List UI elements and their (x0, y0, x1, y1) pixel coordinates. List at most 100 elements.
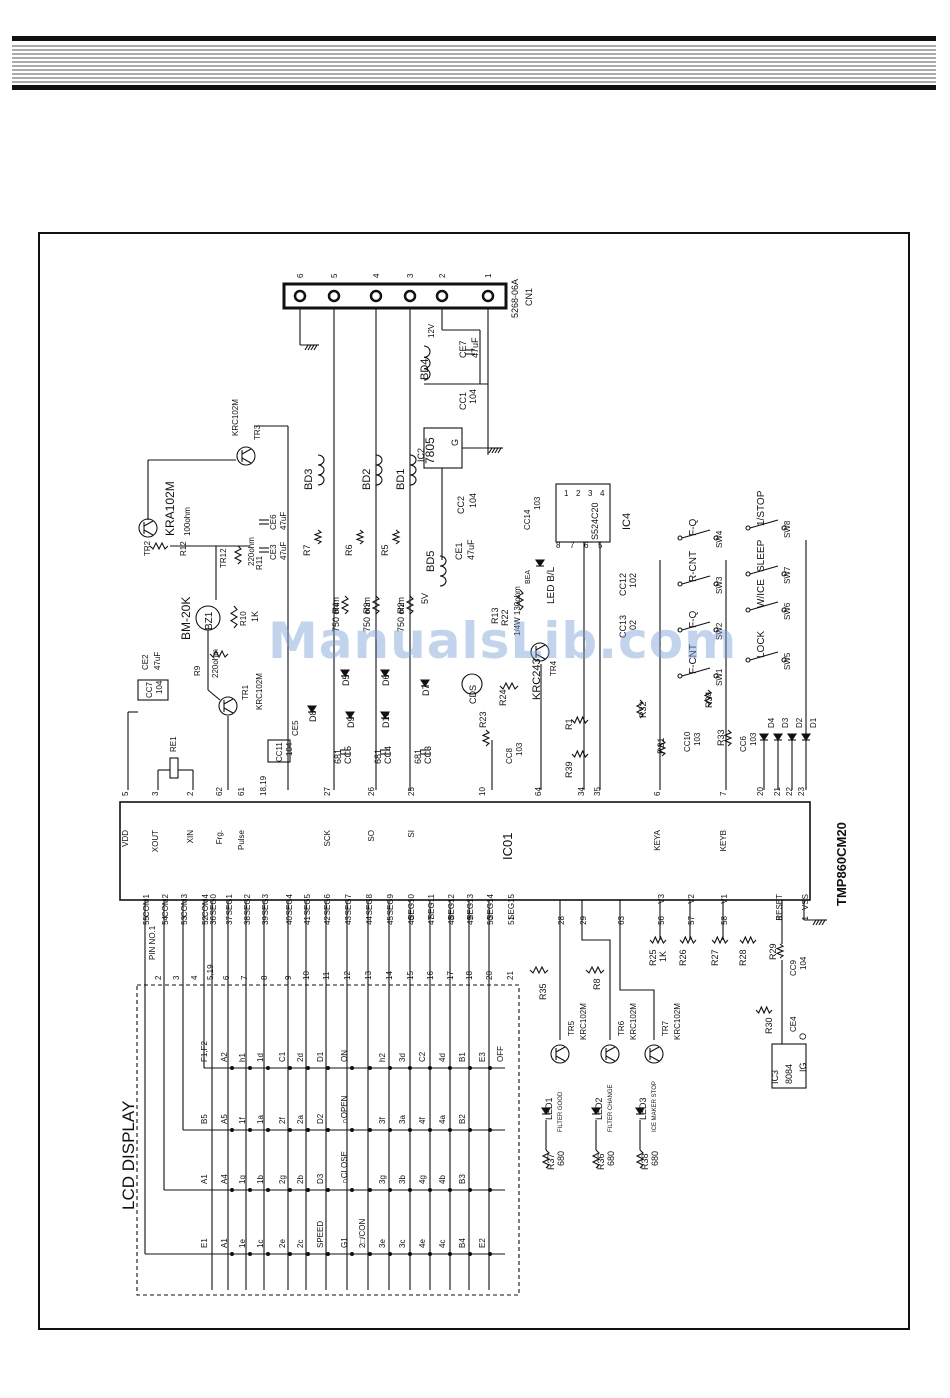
switch-lever (749, 601, 779, 611)
diode-body (379, 711, 391, 719)
ic01-left-pin-number: 35 (593, 787, 602, 796)
transistor-collector (223, 698, 234, 705)
junction-dot (326, 1188, 330, 1192)
ce4-ref: CE4 (789, 1016, 798, 1032)
diode-ref: D6 (381, 674, 391, 686)
lcd-segment-label: h2 (378, 1053, 387, 1062)
supply-label: 12V (427, 323, 436, 338)
r9-value: 220ohm (211, 649, 220, 678)
ic01-right-pin-number: 48 (447, 915, 456, 924)
switch-contact (677, 535, 683, 541)
ic2-ref: IC2 (416, 448, 426, 462)
r22-ref: R22 (500, 609, 510, 626)
r39-ref: R39 (564, 761, 574, 778)
junction-dot (350, 1252, 354, 1256)
lcd-pin-number: 16 (426, 971, 435, 980)
ground-hatch (491, 447, 496, 454)
coil-loop (375, 474, 383, 486)
coil-loop (317, 464, 325, 476)
led-tr-ref: TR5 (567, 1020, 576, 1036)
switch-contact (745, 571, 751, 577)
ce1-ref: CE1 (454, 542, 464, 560)
transistor-body (218, 696, 238, 716)
ic01-right-pin-number: 43 (344, 915, 353, 924)
switch-label: 1/STOP (756, 490, 767, 526)
ic4-pin-number: 5 (598, 541, 603, 550)
resistor-r31 (657, 739, 667, 757)
ic01-left-pin-name: Pulse (237, 829, 246, 850)
diode (419, 679, 431, 687)
buzzer-bz1 (195, 605, 221, 631)
ground-hatch (815, 919, 820, 926)
transistor-tr4 (530, 642, 550, 662)
diode-body (419, 679, 431, 687)
diode (379, 711, 391, 719)
ce3-value: 47uF (279, 542, 288, 560)
ic01-right-pin-number: 54 (161, 915, 170, 924)
ce6-value: 47uF (279, 512, 288, 530)
transistor-tr1 (218, 696, 238, 716)
ic01-left-pin-name: SCK (323, 829, 332, 846)
lcd-segment-label: 2□/CON (358, 1218, 367, 1248)
ground-symbol (304, 344, 319, 351)
tr3-part: KRC102M (231, 399, 240, 436)
ce3-ref: CE3 (269, 544, 278, 560)
lcd-segment-label: 3e (378, 1239, 387, 1248)
junction-dot (326, 1128, 330, 1132)
cc12-ref: CC12 (618, 573, 628, 596)
ic01-right-pin-number: 38 (243, 915, 252, 924)
ic01-right-pin-number: 29 (579, 915, 588, 924)
ic4-pin-number: 8 (556, 541, 561, 550)
ferrite-bead-bd4 (423, 345, 431, 381)
diode-body (800, 733, 812, 741)
junction-dot (230, 1252, 234, 1256)
resistor-r30 (755, 1005, 773, 1015)
r12-ref: R12 (179, 541, 188, 556)
ic01-left-pin-name: SO (367, 830, 376, 842)
lcd-segment-label: C2 (418, 1051, 427, 1062)
junction-dot (306, 1188, 310, 1192)
junction-dot (288, 1066, 292, 1070)
ic01-right-pin-number: 49 (466, 915, 475, 924)
r750-value: 750 ohm (331, 597, 341, 632)
junction-dot (468, 1066, 472, 1070)
transistor-emitter (223, 707, 234, 714)
ic01-right-pin-name: SEG12 (447, 893, 456, 919)
transistor-body (644, 1044, 664, 1064)
ic3-body (771, 1043, 807, 1089)
diode-body (306, 705, 318, 713)
r22-note: BEA (525, 570, 532, 584)
lcd-segment-label: B1 (458, 1052, 467, 1062)
resistor-750 (371, 595, 381, 615)
diode-body (590, 1107, 602, 1115)
lcd-segment-label: A4 (220, 1174, 229, 1184)
diode-led (540, 1107, 552, 1115)
led-tr-part: KRC102M (579, 1003, 588, 1040)
ic01-right-pin-number: 44 (365, 915, 374, 924)
watermark: ManualsLib.com (268, 612, 738, 670)
transistor-collector (649, 1046, 660, 1053)
coil-loop (375, 454, 383, 466)
lcd-segment-label: D3 (316, 1173, 325, 1184)
lcd-pin-number: 11 (322, 971, 331, 980)
cds-ref: CDS (468, 685, 478, 704)
bias-ref: R25 (648, 949, 658, 966)
ground-hatch (488, 447, 493, 454)
junction-dot (368, 1252, 372, 1256)
tr4-part: KRC243 (531, 658, 543, 700)
led-resistor-value: 680 (606, 1151, 616, 1166)
ic01-body (119, 801, 811, 901)
diode-body (379, 669, 391, 677)
led-ref: LED1 (544, 1097, 554, 1120)
ic01-left-pin-number: 64 (534, 787, 543, 796)
junction-dot (448, 1066, 452, 1070)
ic4-pin-number: 2 (576, 489, 581, 498)
ic01-left-pin-name: VDD (121, 830, 130, 847)
resistor-series (355, 529, 365, 545)
ic2-body (423, 427, 463, 469)
switch-contact (781, 657, 787, 663)
connector-cn1 (282, 282, 508, 310)
led-resistor-value: 680 (650, 1151, 660, 1166)
ic01-right-pin-name: RESET (775, 894, 784, 921)
